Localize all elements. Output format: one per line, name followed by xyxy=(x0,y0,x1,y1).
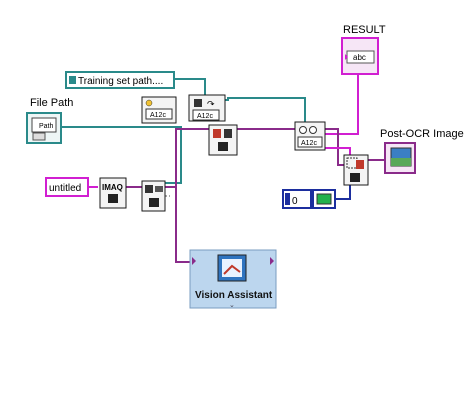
overlay-sub-icon xyxy=(350,173,360,182)
vision-assistant-label: Vision Assistant xyxy=(195,290,273,301)
wire-result-string xyxy=(324,74,359,135)
training-path-text: Training set path.... xyxy=(78,76,163,87)
dispose-image-icon xyxy=(213,129,221,138)
file-path-label: File Path xyxy=(30,97,74,109)
va-terminal-left xyxy=(192,257,196,265)
training-path-constant[interactable] xyxy=(65,71,175,89)
overlay-icon-red xyxy=(356,160,364,169)
wire-image-to-va xyxy=(175,187,190,263)
ocr-session-a12c: A12c xyxy=(150,112,166,119)
wire-ocr-to-overlay xyxy=(324,147,351,155)
curve-arrow-icon: ↷ xyxy=(207,100,215,110)
ocr-read-save-icon xyxy=(194,99,202,107)
imaq-icon-sub xyxy=(108,194,118,203)
wire-file-path xyxy=(61,126,182,184)
dispose-sub-icon xyxy=(218,142,228,151)
sparkle-icon xyxy=(145,99,153,107)
vision-assistant-icon-inner xyxy=(222,259,242,277)
training-path-icon xyxy=(69,76,76,84)
file-path-tag: Path xyxy=(39,123,54,130)
read-file-sub-icon xyxy=(149,198,159,207)
ocr-text-a12c-box xyxy=(297,136,323,148)
imaq-icon: IMAQ xyxy=(102,183,123,192)
vision-assistant-icon-check xyxy=(223,264,241,275)
ocr-read-a12c-box xyxy=(192,109,220,121)
color-swatch xyxy=(316,193,332,205)
va-terminal-right xyxy=(270,257,274,265)
result-terminal xyxy=(345,54,348,60)
file-path-icon-box xyxy=(32,132,46,141)
ocr-icon xyxy=(299,126,307,134)
wire-training-path xyxy=(174,78,206,97)
ocr-icon-2 xyxy=(309,126,317,134)
save-icon xyxy=(145,185,153,193)
numeric-value: 0 xyxy=(292,196,298,207)
untitled-constant[interactable] xyxy=(45,177,89,197)
untitled-text: untitled xyxy=(49,183,81,194)
ocr-read-a12c: A12c xyxy=(197,113,213,120)
arrow-icon xyxy=(155,186,163,192)
result-abc-tag: abc xyxy=(353,53,366,62)
ocr-text-a12c: A12c xyxy=(301,140,317,147)
post-ocr-label: Post-OCR Image xyxy=(380,128,464,140)
image-display-icon-ground xyxy=(391,158,411,166)
file-path-inner xyxy=(31,117,57,133)
delete-icon xyxy=(224,129,232,138)
numeric-spinner xyxy=(285,193,290,205)
ocr-session-a12c-box xyxy=(145,108,173,120)
result-label: RESULT xyxy=(343,24,386,36)
chevron-down-icon: ⌄ xyxy=(229,301,235,309)
wire-training-path-2 xyxy=(225,97,306,126)
